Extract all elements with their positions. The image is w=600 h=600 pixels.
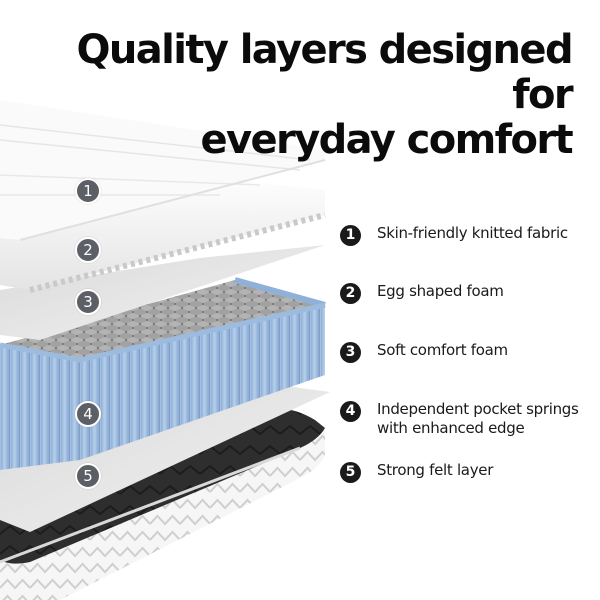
legend-label: Soft comfort foam	[377, 341, 508, 359]
layer-marker-5: 5	[75, 463, 101, 489]
headline-line-1: Quality layers designed for	[76, 27, 573, 118]
base-mattress	[0, 408, 325, 600]
layer-marker-1: 1	[75, 178, 101, 204]
legend-item-3: 3 Soft comfort foam	[340, 341, 508, 363]
number-badge-icon: 4	[340, 401, 361, 422]
layer-marker-2: 2	[75, 237, 101, 263]
legend-item-5: 5 Strong felt layer	[340, 461, 493, 483]
number-badge-icon: 2	[340, 283, 361, 304]
layer-marker-4: 4	[75, 401, 101, 427]
legend-label: Strong felt layer	[377, 461, 494, 479]
legend-label-line-2: with enhanced edge	[377, 419, 525, 437]
legend-label: Independent pocket springs with enhanced…	[377, 400, 579, 438]
legend-item-4: 4 Independent pocket springs with enhanc…	[340, 400, 579, 438]
layer-3-comfort-foam	[0, 245, 325, 340]
legend-item-1: 1 Skin-friendly knitted fabric	[340, 224, 568, 246]
layer-legend: 1 Skin-friendly knitted fabric 2 Egg sha…	[340, 0, 600, 600]
headline: Quality layers designed for everyday com…	[52, 27, 573, 163]
headline-line-2: everyday comfort	[200, 117, 573, 163]
legend-label: Egg shaped foam	[377, 282, 504, 300]
legend-label: Skin-friendly knitted fabric	[377, 224, 568, 242]
number-badge-icon: 5	[340, 462, 361, 483]
legend-item-2: 2 Egg shaped foam	[340, 282, 504, 304]
layer-1-knitted-fabric	[0, 100, 326, 241]
legend-label-line-1: Independent pocket springs	[377, 400, 579, 418]
number-badge-icon: 1	[340, 225, 361, 246]
layer-marker-3: 3	[75, 289, 101, 315]
layer-4-pocket-springs	[0, 277, 326, 470]
number-badge-icon: 3	[340, 342, 361, 363]
